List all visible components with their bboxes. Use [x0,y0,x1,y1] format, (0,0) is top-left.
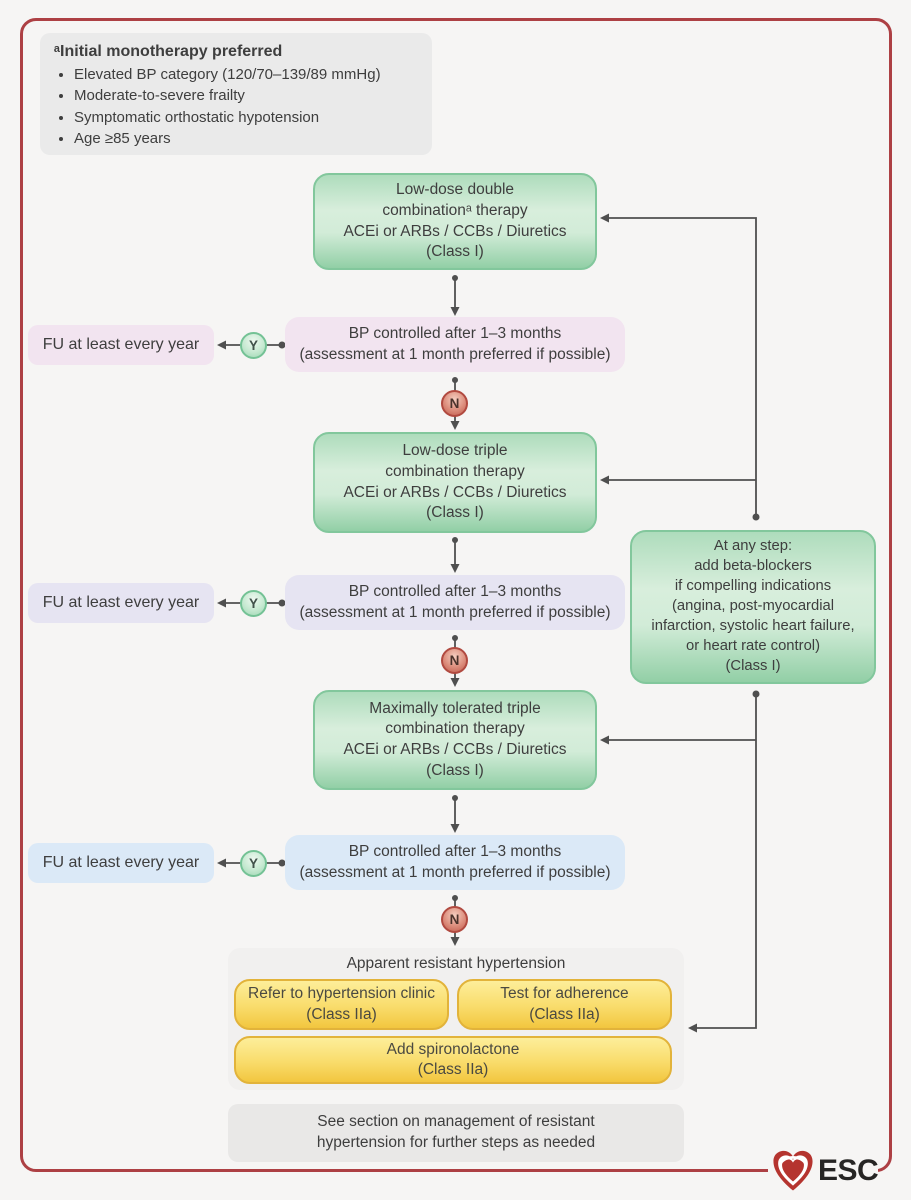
step-line: Low-dose triple [402,442,508,460]
resistant-management-note: See section on management of resistant h… [228,1104,684,1162]
side-line: (Class I) [725,657,781,674]
esc-heart-icon [773,1150,813,1191]
action-line: Add spironolactone [386,1040,520,1058]
bp-controlled-box: BP controlled after 1–3 months (assessme… [285,835,625,890]
test-adherence-box: Test for adherence (Class IIa) [457,979,672,1030]
yes-indicator: Y [240,590,267,617]
followup-label: FU at least every year [42,854,200,871]
bp-line: BP controlled after 1–3 months [348,843,562,861]
beta-blockers-side-box: At any step: add beta-blockers if compel… [630,530,876,684]
note-line: See section on management of resistant [317,1113,595,1131]
info-bullet: Age ≥85 years [74,128,381,149]
step-line: ACEi or ARBs / CCBs / Diuretics [343,222,567,240]
action-class: (Class IIa) [529,1005,600,1023]
no-indicator: N [441,390,468,417]
followup-box: FU at least every year [28,843,214,883]
esc-logo: ESC [770,1148,879,1194]
side-line: infarction, systolic heart failure, [651,617,855,634]
step-line: combinationᵃ therapy [382,201,528,219]
add-spironolactone-box: Add spironolactone (Class IIa) [234,1036,672,1084]
yes-indicator: Y [240,332,267,359]
resistant-header: Apparent resistant hypertension [346,955,566,972]
info-box-title: ᵃInitial monotherapy preferred [54,43,283,60]
no-indicator: N [441,647,468,674]
no-indicator: N [441,906,468,933]
bp-line: (assessment at 1 month preferred if poss… [299,345,611,363]
side-line: add beta-blockers [694,558,812,575]
side-line: (angina, post-myocardial [671,598,835,615]
bp-controlled-box: BP controlled after 1–3 months (assessme… [285,575,625,630]
step-line: combination therapy [385,462,525,480]
yes-label: Y [248,856,258,871]
step-line: ACEi or ARBs / CCBs / Diuretics [343,741,567,758]
followup-label: FU at least every year [42,594,200,611]
step-line: combination therapy [385,720,525,738]
note-line: hypertension for further steps as needed [316,1134,596,1151]
step-double-combination-box: Low-dose double combinationᵃ therapy ACE… [313,173,597,270]
outer-frame [20,18,892,1172]
no-label: N [449,396,460,411]
step-line: (Class I) [426,761,484,779]
action-line: Test for adherence [500,985,629,1003]
step-line: (Class I) [426,243,484,261]
followup-box: FU at least every year [28,583,214,623]
monotherapy-info-box: ᵃInitial monotherapy preferred Elevated … [40,33,432,155]
side-line: At any step: [713,538,793,555]
side-line: or heart rate control) [685,637,821,654]
info-bullet: Elevated BP category (120/70–139/89 mmHg… [74,64,381,85]
step-line: Maximally tolerated triple [369,699,541,717]
yes-indicator: Y [240,850,267,877]
followup-label: FU at least every year [42,336,200,353]
step-triple-combination-box: Low-dose triple combination therapy ACEi… [313,432,597,533]
info-bullet: Moderate-to-severe frailty [74,85,381,106]
step-line: (Class I) [426,504,484,522]
action-class: (Class IIa) [306,1005,377,1023]
no-label: N [449,653,460,668]
followup-box: FU at least every year [28,325,214,365]
yes-label: Y [248,338,258,353]
no-label: N [449,912,460,927]
step-line: Low-dose double [395,181,515,199]
side-line: if compelling indications [674,578,832,595]
refer-clinic-box: Refer to hypertension clinic (Class IIa) [234,979,449,1030]
action-class: (Class IIa) [417,1061,489,1078]
bp-line: BP controlled after 1–3 months [348,325,562,343]
step-line: ACEi or ARBs / CCBs / Diuretics [343,483,567,501]
bp-controlled-box: BP controlled after 1–3 months (assessme… [285,317,625,372]
step-max-tolerated-box: Maximally tolerated triple combination t… [313,690,597,790]
info-bullet: Symptomatic orthostatic hypotension [74,107,381,128]
bp-line: (assessment at 1 month preferred if poss… [299,863,611,881]
esc-logo-text: ESC [818,1154,879,1187]
info-box-bullet-list: Elevated BP category (120/70–139/89 mmHg… [54,64,381,149]
yes-label: Y [248,596,258,611]
bp-line: BP controlled after 1–3 months [348,583,562,601]
action-line: Refer to hypertension clinic [248,985,435,1003]
bp-line: (assessment at 1 month preferred if poss… [299,603,611,621]
